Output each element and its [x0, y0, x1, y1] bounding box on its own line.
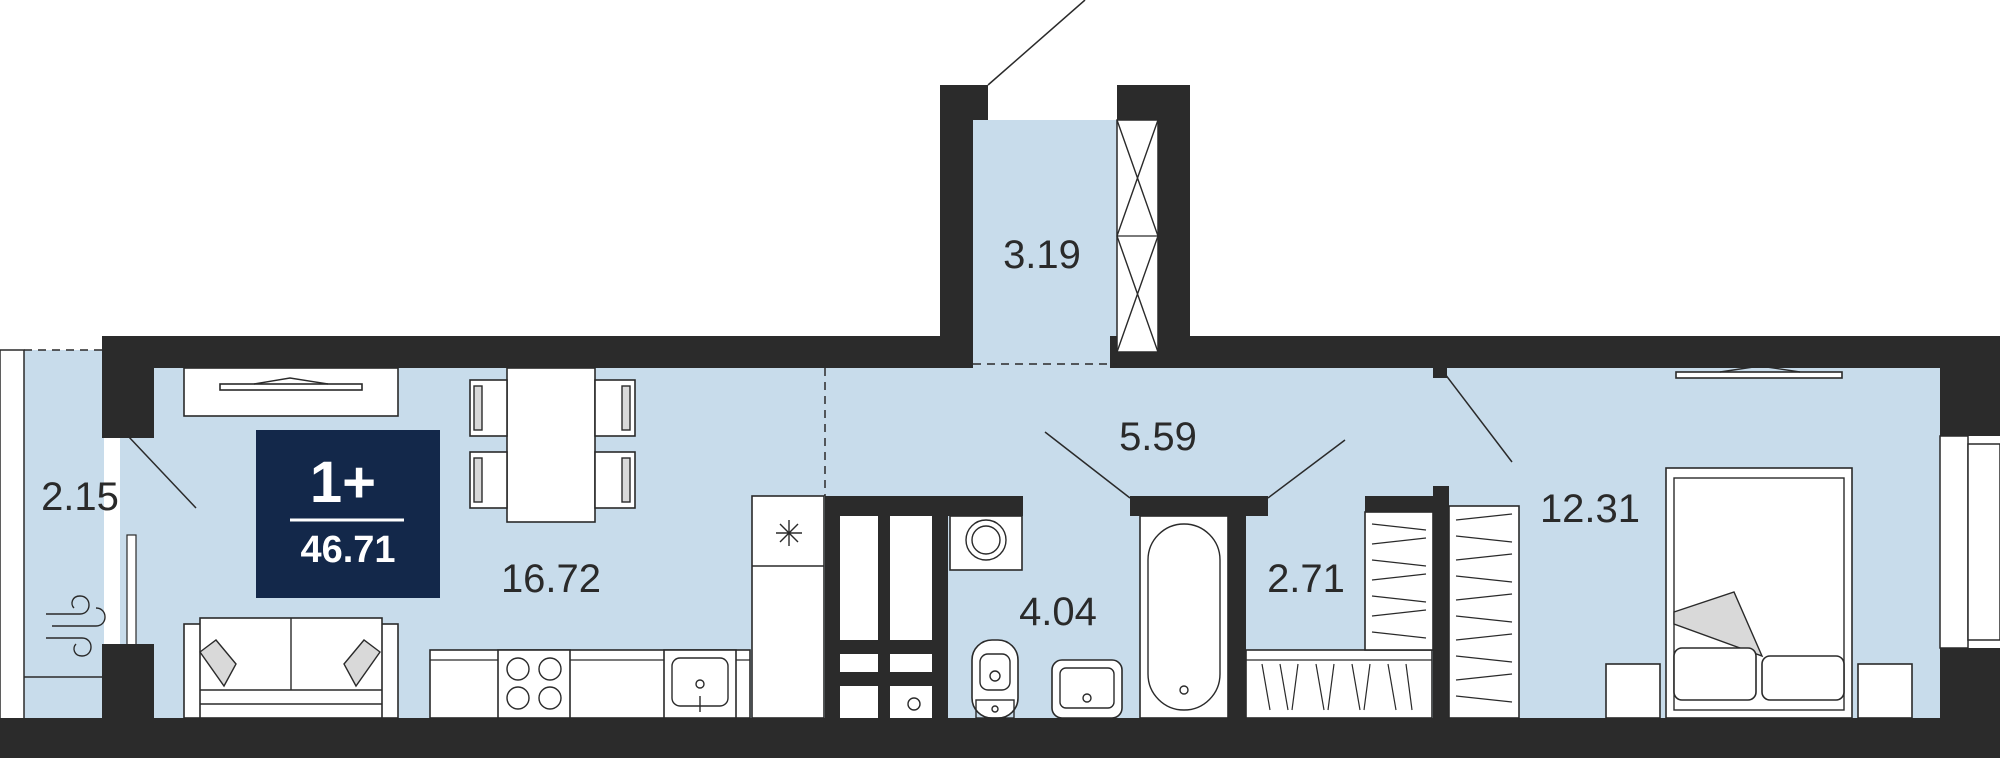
washing-machine: [949, 515, 1023, 571]
walls: [0, 85, 2000, 758]
area-balcony: 3.19: [1003, 233, 1081, 277]
room-count: 1+: [310, 450, 376, 515]
loggia-frame: [0, 349, 137, 734]
apartment-badge: 1+ 46.71: [256, 430, 440, 598]
fridge: [751, 495, 825, 719]
nightstand-right: [1857, 663, 1913, 719]
area-wardrobe: 4.04: [1019, 590, 1097, 634]
toilet: [971, 639, 1019, 719]
dining-table: [469, 367, 636, 523]
bedroom-tv: [1675, 365, 1843, 379]
wardrobe-high: [1364, 511, 1434, 651]
total-area: 46.71: [300, 529, 395, 571]
tv-stand: [183, 367, 399, 417]
snowflake-icon: [776, 520, 802, 546]
wardrobe-low: [1245, 649, 1433, 719]
nightstand-left: [1605, 663, 1661, 719]
area-hall: 5.59: [1119, 415, 1197, 459]
floor-loggia: [22, 350, 104, 728]
wardrobe-tall: [1448, 505, 1520, 719]
floor-balcony: [973, 120, 1117, 368]
area-bathroom: 2.71: [1267, 557, 1345, 601]
sofa: [183, 617, 399, 719]
closet-shelves: [840, 516, 932, 718]
windows: [1116, 119, 2000, 649]
door-swings: [127, 373, 1513, 509]
area-bedroom: 12.31: [1540, 487, 1640, 531]
area-living: 16.72: [501, 557, 601, 601]
sink: [1051, 659, 1123, 719]
kitchen-counter: [429, 649, 751, 719]
bathtub: [1139, 515, 1229, 719]
airflow-icon: [46, 595, 106, 657]
area-loggia: 2.15: [41, 475, 119, 519]
bed: [1665, 467, 1853, 719]
